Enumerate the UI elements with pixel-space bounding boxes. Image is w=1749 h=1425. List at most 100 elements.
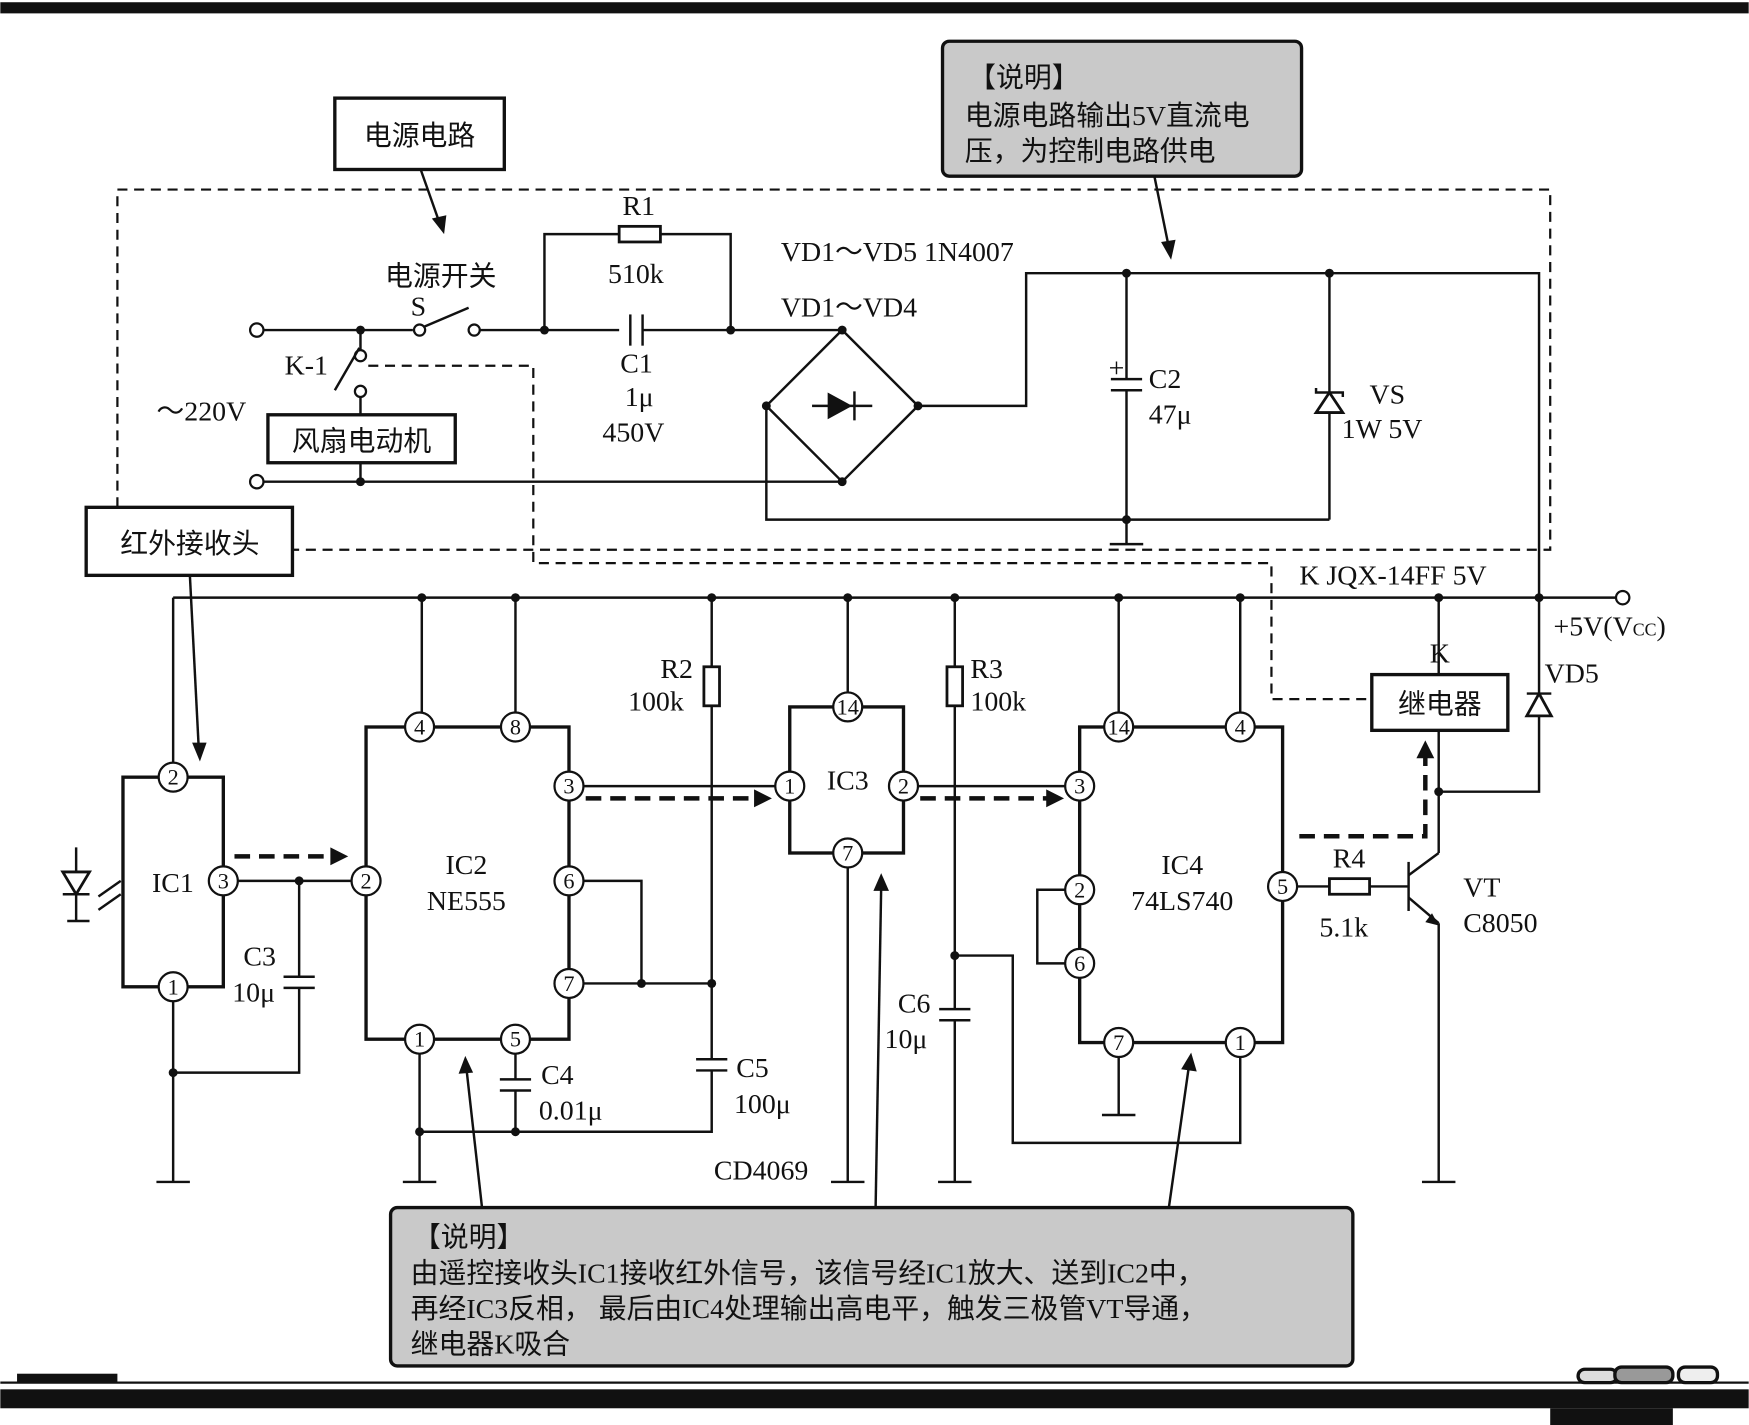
power-circuit-boundary — [116, 188, 1552, 551]
svg-text:2: 2 — [898, 774, 909, 799]
note-power: 【说明】 电源电路输出5V直流电 压，为控制电路供电 — [940, 39, 1304, 178]
svg-text:0.01μ: 0.01μ — [539, 1095, 603, 1126]
svg-text:C4: C4 — [541, 1060, 574, 1091]
svg-text:再经IC3反相， 最后由IC4处理输出高电平，触发三极管VT: 再经IC3反相， 最后由IC4处理输出高电平，触发三极管VT导通， — [411, 1293, 1207, 1325]
svg-text:1: 1 — [414, 1027, 425, 1052]
pointer-arrow — [188, 575, 201, 750]
svg-text:电源电路输出5V直流电: 电源电路输出5V直流电 — [965, 100, 1250, 132]
svg-text:电源电路: 电源电路 — [364, 120, 476, 152]
svg-text:R1: R1 — [623, 191, 656, 222]
svg-text:继电器K吸合: 继电器K吸合 — [411, 1329, 570, 1361]
ic1-receiver: 2 3 1 IC1 — [121, 597, 239, 1184]
ic3-cd4069: 14 1 2 7 IC3 CD4069 — [714, 597, 920, 1187]
svg-text:C8050: C8050 — [1463, 908, 1537, 939]
svg-text:IC1: IC1 — [152, 868, 194, 899]
svg-text:100k: 100k — [628, 686, 684, 717]
diode-spec: VD1～VD5 1N4007 — [781, 237, 1014, 268]
svg-text:2: 2 — [360, 868, 371, 893]
svg-text:5.1k: 5.1k — [1319, 913, 1368, 944]
svg-text:5: 5 — [1277, 874, 1288, 899]
note-control: 【说明】 由遥控接收头IC1接收红外信号，该信号经IC1放大、送到IC2中， 再… — [388, 1205, 1355, 1368]
capacitor-c2: + C2 47μ — [1109, 268, 1192, 546]
top-border — [0, 2, 1749, 14]
svg-text:1: 1 — [1235, 1030, 1246, 1055]
svg-text:R3: R3 — [970, 654, 1003, 685]
resistor-r3: R3 100k — [945, 597, 1026, 1010]
bottom-block — [1550, 1408, 1673, 1425]
photodiode-icon — [60, 847, 122, 923]
svg-text:14: 14 — [837, 694, 859, 719]
svg-text:510k: 510k — [608, 259, 664, 290]
svg-text:NE555: NE555 — [427, 886, 506, 917]
svg-text:7: 7 — [563, 971, 574, 996]
svg-text:VS: VS — [1370, 380, 1406, 411]
arrowhead — [431, 215, 447, 235]
svg-text:C5: C5 — [736, 1053, 769, 1084]
svg-text:6: 6 — [563, 868, 574, 893]
power-switch-s[interactable]: 电源开关 S — [385, 260, 496, 337]
svg-text:C1: C1 — [620, 348, 653, 379]
svg-text:4: 4 — [1235, 714, 1246, 739]
power-circuit-label: 电源电路 — [333, 96, 506, 172]
svg-text:5: 5 — [510, 1027, 521, 1052]
arrowhead — [192, 742, 207, 762]
capacitor-c4: C4 0.01μ — [499, 1053, 603, 1132]
vcc-terminal — [1614, 589, 1631, 606]
relay-contact-k1: K-1 — [285, 330, 368, 415]
svg-text:C3: C3 — [243, 942, 276, 973]
diode-vd5: VD5 — [1434, 597, 1599, 797]
svg-text:【说明】: 【说明】 — [968, 62, 1079, 94]
svg-text:1: 1 — [784, 774, 795, 799]
svg-text:IC4: IC4 — [1161, 850, 1203, 881]
capacitor-c3: C3 10μ — [168, 880, 315, 1078]
transistor-vt: VT C8050 — [1407, 730, 1538, 1184]
svg-text:47μ: 47μ — [1149, 400, 1192, 431]
svg-text:继电器: 继电器 — [1398, 689, 1482, 721]
resistor-r2: R2 100k — [628, 597, 721, 984]
relay-model: K JQX-14FF 5V — [1299, 560, 1486, 591]
svg-text:7: 7 — [842, 840, 853, 865]
pointer-arrow — [465, 1068, 484, 1208]
svg-text:10μ: 10μ — [885, 1024, 928, 1055]
resistor-r4: R4 5.1k — [1297, 843, 1408, 944]
pointer-arrow — [1167, 1065, 1191, 1208]
vcc-label: +5V(VCC) — [1554, 612, 1666, 643]
svg-text:C6: C6 — [898, 988, 931, 1019]
ic4-74ls740: 14 4 3 2 6 5 7 1 IC4 74LS740 — [1036, 597, 1299, 1117]
svg-text:CD4069: CD4069 — [714, 1156, 808, 1187]
pointer-arrow — [1153, 175, 1171, 248]
svg-text:2: 2 — [1074, 877, 1085, 902]
svg-text:3: 3 — [218, 868, 229, 893]
resistor-r1: R1 510k — [543, 191, 732, 331]
svg-text:VT: VT — [1463, 872, 1500, 903]
arrowhead — [1161, 239, 1176, 260]
svg-text:IC3: IC3 — [827, 765, 869, 796]
svg-text:风扇电动机: 风扇电动机 — [292, 425, 431, 457]
svg-text:IC2: IC2 — [446, 850, 488, 881]
relay-contact-link — [368, 364, 1372, 701]
svg-text:14: 14 — [1108, 714, 1130, 739]
svg-text:【说明】: 【说明】 — [413, 1222, 524, 1254]
svg-text:电源开关: 电源开关 — [385, 260, 496, 292]
bridge-rectifier — [761, 325, 923, 487]
bridge-label: VD1～VD4 — [781, 293, 917, 324]
pointer-arrow — [419, 169, 442, 227]
decorative-pencil-icon — [1576, 1365, 1720, 1385]
zener-vs: VS 1W 5V — [1313, 268, 1422, 520]
ir-receiver-label: 红外接收头 — [84, 505, 295, 578]
svg-text:1: 1 — [168, 974, 179, 999]
svg-text:8: 8 — [510, 714, 521, 739]
ic2-ne555: 4 8 3 6 7 2 1 5 IC2 NE555 — [350, 597, 585, 1055]
svg-text:2: 2 — [168, 765, 179, 790]
svg-text:C2: C2 — [1149, 364, 1182, 395]
svg-text:3: 3 — [563, 774, 574, 799]
svg-text:红外接收头: 红外接收头 — [120, 528, 259, 560]
svg-text:R4: R4 — [1333, 843, 1366, 874]
relay-drive-arrow — [1299, 755, 1428, 839]
svg-text:6: 6 — [1074, 951, 1085, 976]
svg-text:74LS740: 74LS740 — [1131, 886, 1233, 917]
svg-text:R2: R2 — [660, 654, 693, 685]
mains-input: ～220V — [156, 322, 265, 490]
